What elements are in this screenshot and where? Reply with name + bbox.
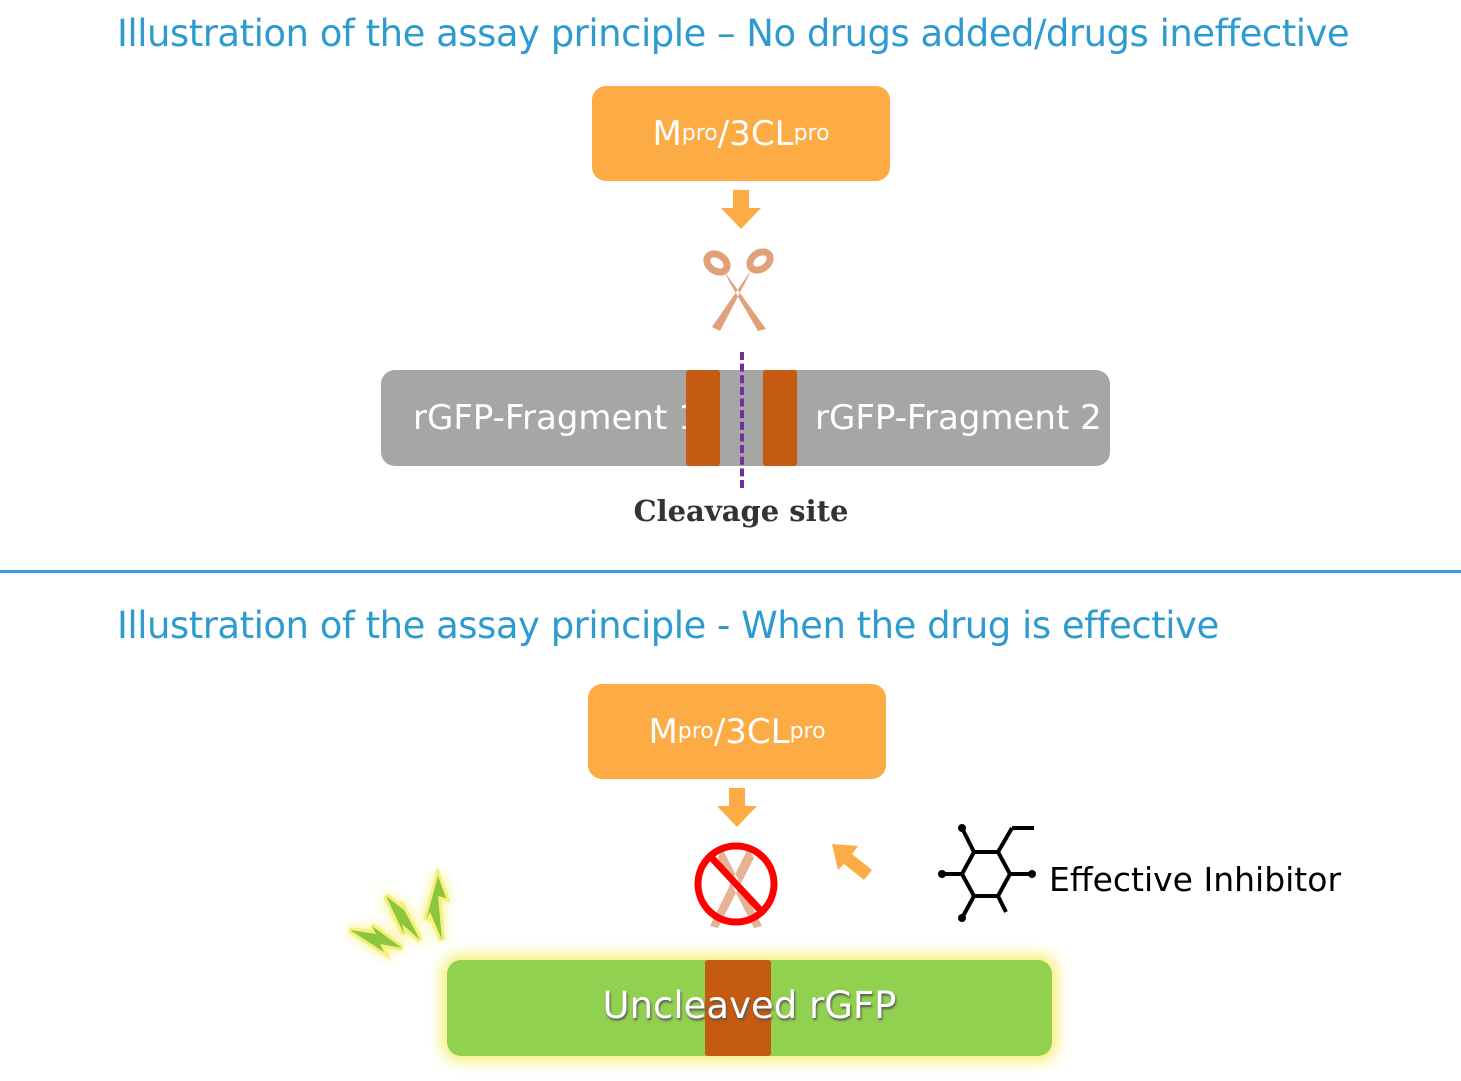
cleavage-site-left	[686, 370, 720, 466]
cleavage-site-label: Cleavage site	[633, 494, 849, 528]
enzyme-sup: pro	[793, 121, 830, 146]
fluorescence-icon	[348, 868, 451, 961]
enzyme-text: M	[648, 711, 678, 752]
cleavage-site-right	[763, 370, 797, 466]
blocked-scissors-icon	[694, 842, 778, 928]
molecule-icon	[938, 824, 1036, 922]
down-arrow-icon	[721, 190, 761, 229]
enzyme-sup: pro	[789, 719, 826, 744]
fragment-1-label: rGFP-Fragment 1	[413, 398, 700, 438]
divider	[0, 570, 1461, 573]
enzyme-sup: pro	[677, 719, 714, 744]
bottom-title: Illustration of the assay principle - Wh…	[117, 604, 1219, 647]
top-title: Illustration of the assay principle – No…	[117, 12, 1350, 55]
fragment-bar: rGFP-Fragment 1 rGFP-Fragment 2	[381, 370, 1110, 466]
enzyme-text: M	[652, 113, 682, 154]
fragment-2-label: rGFP-Fragment 2	[815, 398, 1102, 438]
enzyme-text: /3CL	[713, 711, 790, 752]
enzyme-sup: pro	[681, 121, 718, 146]
scissors-icon	[703, 248, 774, 331]
cleavage-site-intact	[705, 960, 771, 1056]
cleavage-line	[740, 352, 744, 488]
enzyme-text: /3CL	[717, 113, 794, 154]
inhibitor-arrow-icon	[832, 844, 872, 880]
down-arrow-icon	[717, 788, 757, 827]
uncleaved-gfp-label: Uncleaved rGFP	[602, 984, 897, 1027]
inhibitor-label: Effective Inhibitor	[1049, 860, 1342, 899]
